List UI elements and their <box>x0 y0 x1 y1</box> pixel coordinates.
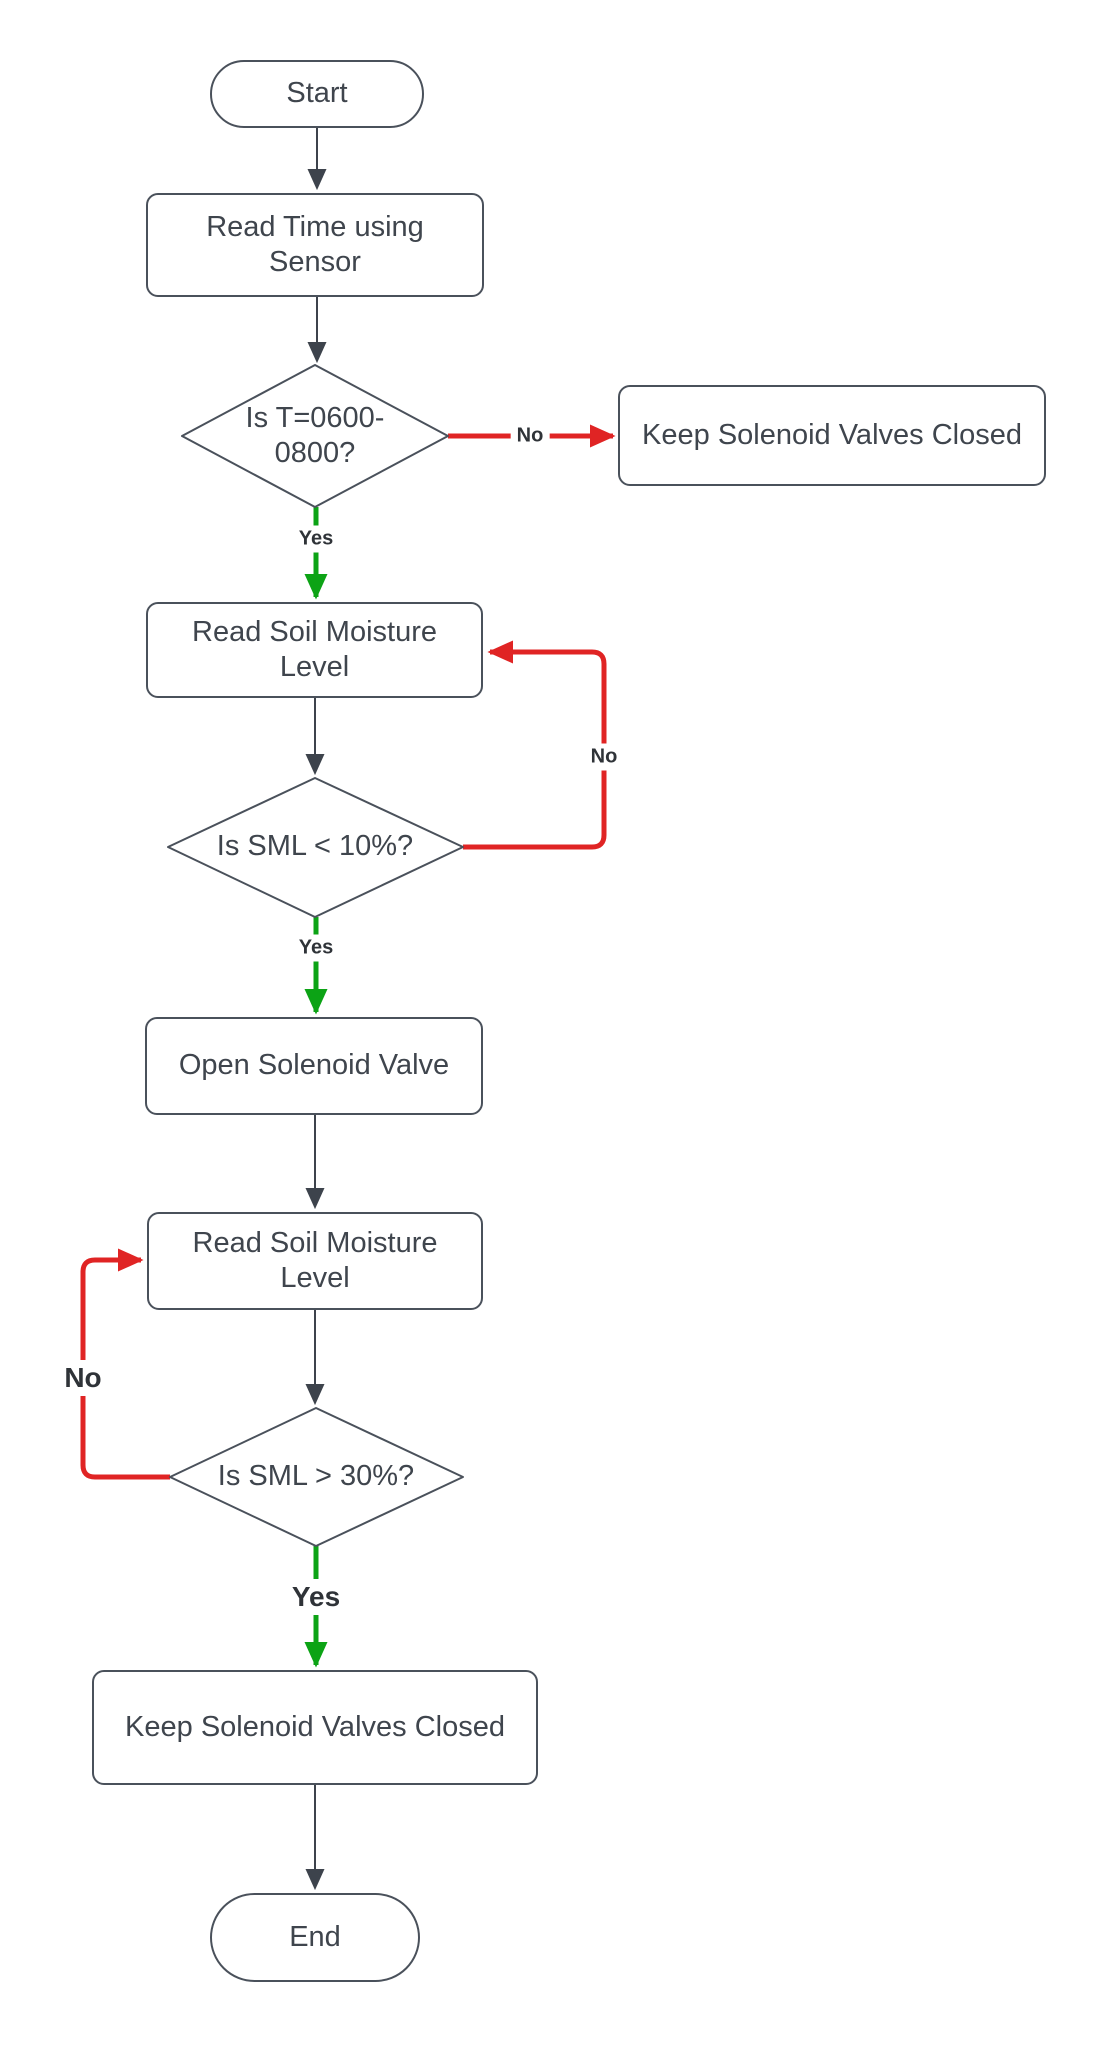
decision-time-check-label: Is T=0600-0800? <box>245 401 385 469</box>
read-time-node: Read Time using Sensor <box>146 193 484 297</box>
open-solenoid-valve-node: Open Solenoid Valve <box>145 1017 483 1115</box>
edge-sml-low-no-loop <box>463 640 607 850</box>
keep-valves-closed-node-right: Keep Solenoid Valves Closed <box>618 385 1046 486</box>
edge-label-yes-sml-high: Yes <box>283 1579 349 1615</box>
edge-label-yes-sml-low: Yes <box>292 934 340 962</box>
edge-label-yes-time-check: Yes <box>292 525 340 553</box>
edge-label-no-sml-low: No <box>584 743 624 771</box>
read-soil-moisture-node-1: Read Soil Moisture Level <box>146 602 483 698</box>
edge-label-no-sml-high: No <box>56 1360 110 1396</box>
end-node: End <box>210 1893 420 1982</box>
decision-sml-low-label: Is SML < 10%? <box>216 830 414 863</box>
edge-label-no-time-check: No <box>510 422 550 450</box>
read-soil-moisture-node-2: Read Soil Moisture Level <box>147 1212 483 1310</box>
decision-time-check-shape <box>181 364 449 508</box>
decision-sml-high-shape <box>169 1407 464 1547</box>
start-node: Start <box>210 60 424 128</box>
decision-sml-high-label: Is SML > 30%? <box>217 1460 415 1493</box>
keep-valves-closed-node-bottom: Keep Solenoid Valves Closed <box>92 1670 538 1785</box>
decision-sml-low-shape <box>167 777 464 918</box>
